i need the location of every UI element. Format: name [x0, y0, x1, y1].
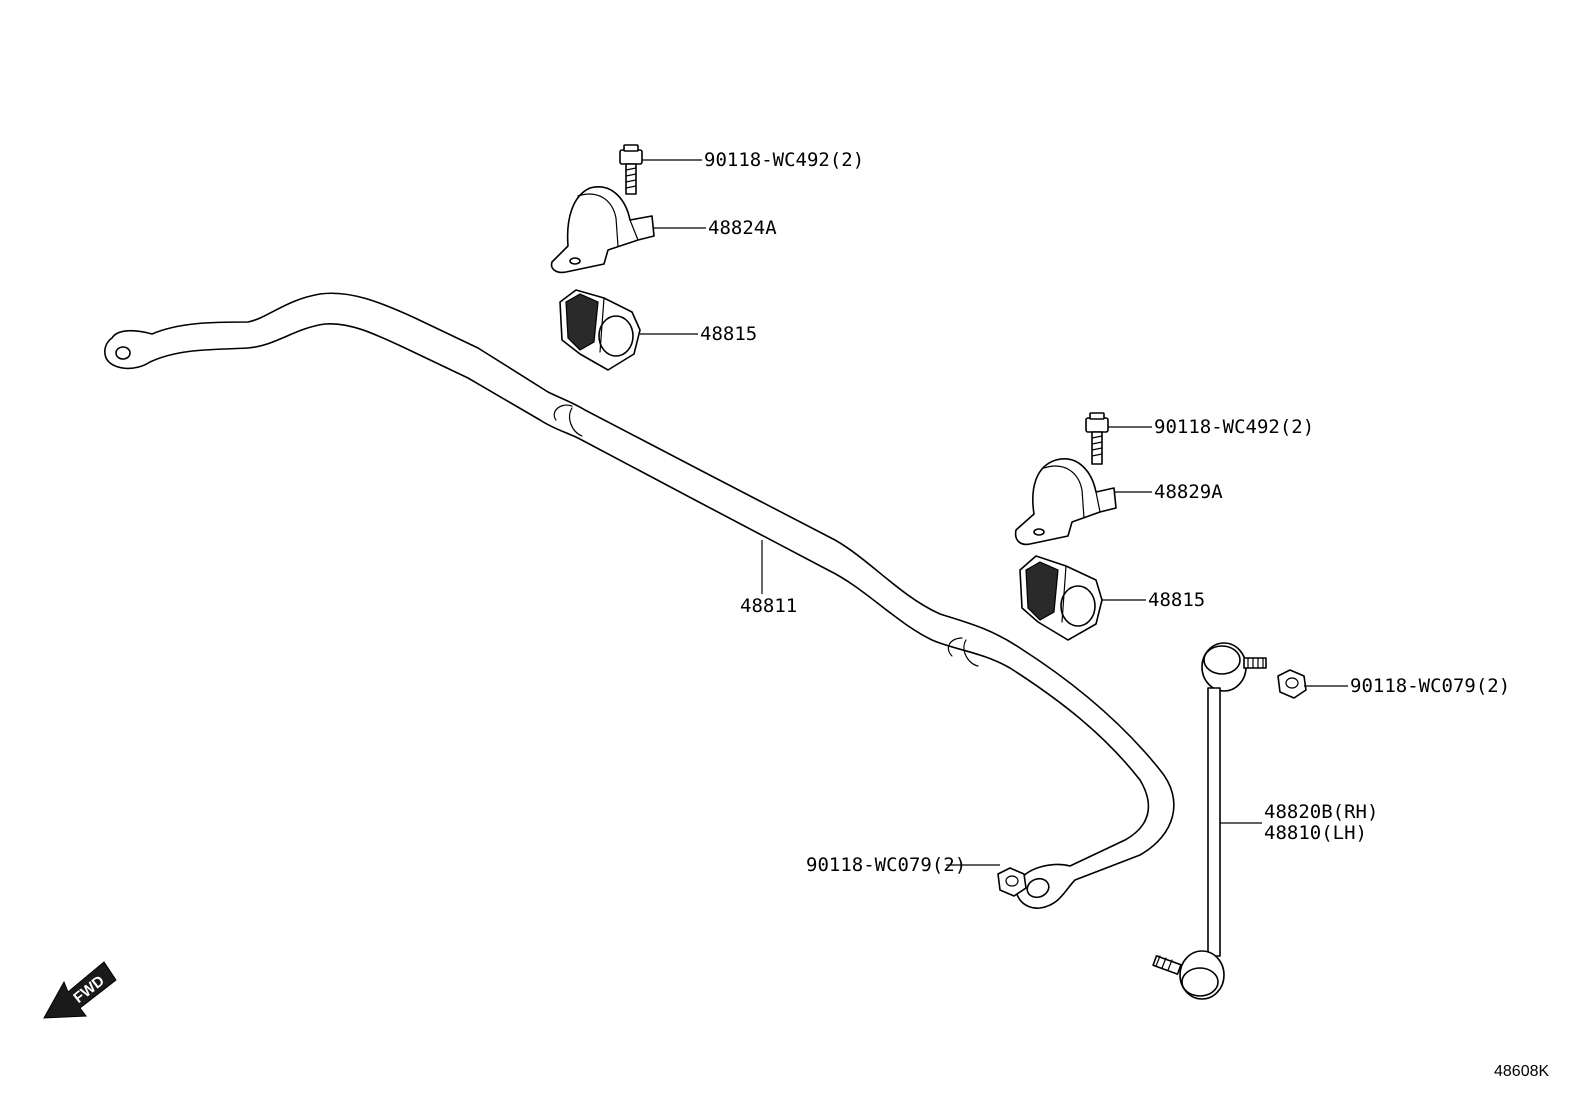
label-bracket-right: 48829A [1154, 481, 1223, 503]
label-bolt-right: 90118-WC492(2) [1154, 416, 1314, 438]
label-nut-right: 90118-WC079(2) [1350, 675, 1510, 697]
leader-lines [640, 159, 1348, 866]
label-link-rh: 48820B(RH) [1264, 801, 1378, 823]
bolt-right[interactable] [1085, 412, 1109, 465]
diagram-reference: 48608K [1494, 1063, 1549, 1080]
bracket-left[interactable] [550, 186, 655, 274]
label-bracket-left: 48824A [708, 217, 777, 239]
bushing-left[interactable] [559, 289, 641, 371]
nut-right[interactable] [1277, 669, 1307, 699]
bushing-right[interactable] [1019, 555, 1103, 641]
stabilizer-bar[interactable] [104, 292, 1175, 909]
label-nut-lower: 90118-WC079(2) [806, 854, 966, 876]
label-bushing-left: 48815 [700, 323, 757, 345]
stabilizer-link[interactable] [1152, 642, 1267, 1000]
label-stabilizer-bar: 48811 [740, 595, 797, 617]
fwd-arrow: FWD [43, 961, 117, 1019]
bolt-left[interactable] [619, 144, 643, 195]
label-bushing-right: 48815 [1148, 589, 1205, 611]
label-link-lh: 48810(LH) [1264, 822, 1367, 844]
bracket-right[interactable] [1014, 458, 1117, 546]
nut-lower[interactable] [997, 867, 1027, 897]
label-bolt-upper: 90118-WC492(2) [704, 149, 864, 171]
